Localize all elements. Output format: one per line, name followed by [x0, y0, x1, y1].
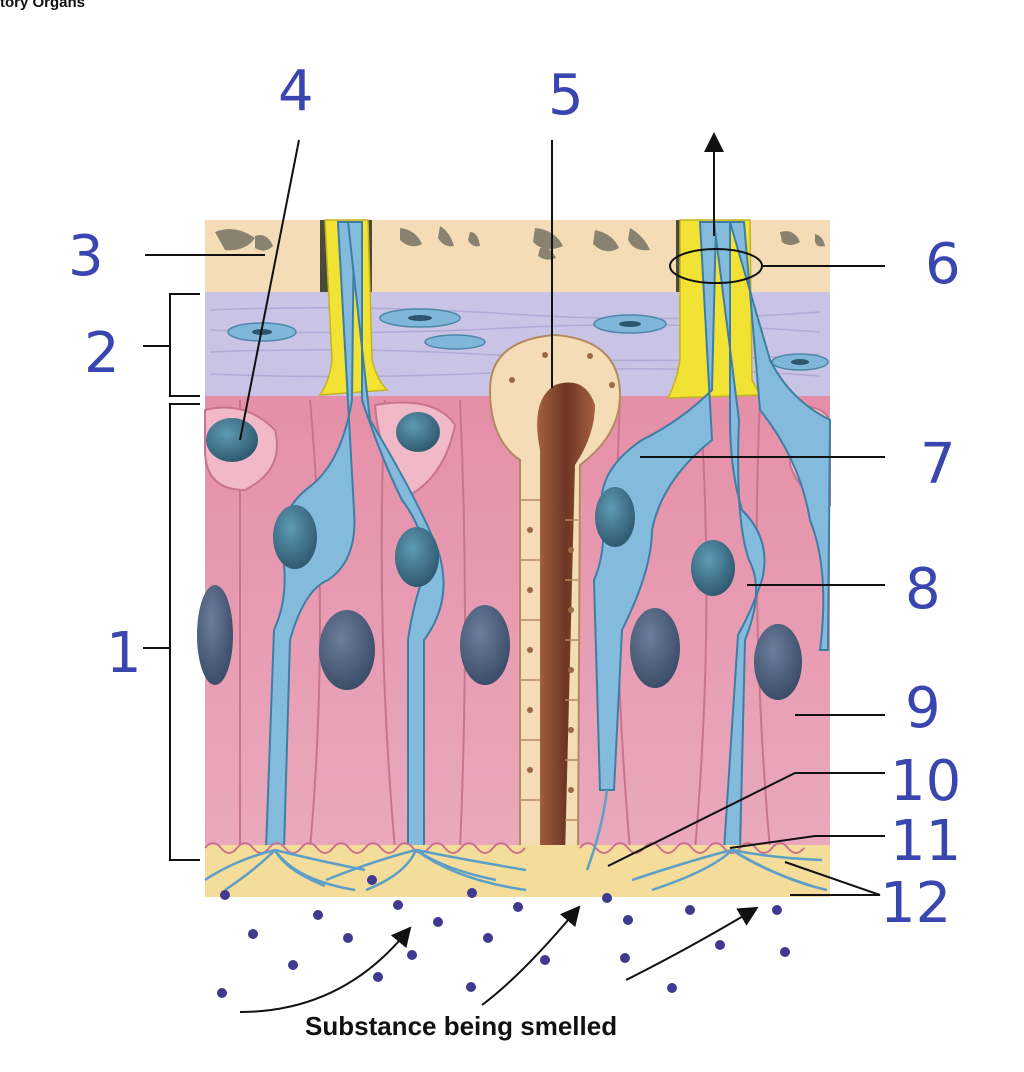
label-9: 9	[905, 676, 941, 741]
bone-cavities	[215, 226, 825, 260]
receptor-nuclei	[273, 487, 735, 596]
supporting-cell-nuclei	[197, 585, 802, 700]
tissue-block	[197, 219, 832, 897]
label-10: 10	[890, 749, 961, 814]
airflow-arrow-middle	[481, 905, 581, 1006]
label-12: 12	[880, 871, 951, 936]
label-8: 8	[905, 557, 941, 622]
leader-lines	[143, 139, 885, 896]
airflow-arrow-left	[239, 926, 412, 1013]
label-3: 3	[68, 224, 104, 289]
olfactory-gland	[488, 333, 622, 857]
caption: Substance being smelled	[305, 1011, 617, 1041]
olfactory-epithelium	[205, 396, 830, 854]
header-title: tory Organs	[0, 0, 86, 11]
label-6: 6	[925, 232, 961, 297]
label-11: 11	[890, 809, 961, 874]
labels: 3 2 1 4 5 6 7 8 9 10 11 12	[68, 59, 961, 936]
label-1: 1	[106, 621, 142, 686]
label-4: 4	[278, 59, 314, 124]
airflow-arrow-right	[625, 906, 759, 981]
olfactory-cilia	[204, 789, 828, 892]
label-5: 5	[548, 63, 584, 128]
label-2: 2	[84, 321, 120, 386]
odor-molecules	[217, 875, 790, 998]
label-7: 7	[920, 432, 956, 497]
